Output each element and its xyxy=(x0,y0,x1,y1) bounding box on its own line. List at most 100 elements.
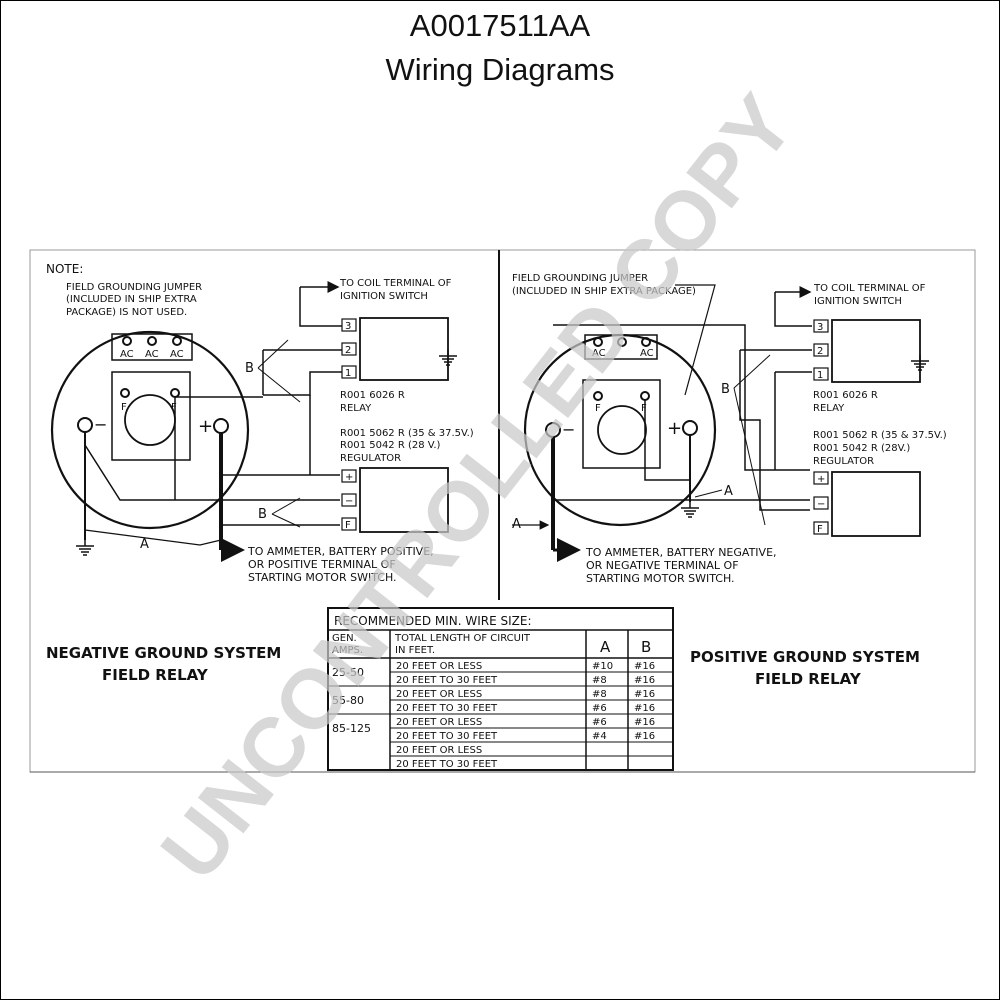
left-regulator-box xyxy=(359,467,449,533)
left-coil-line-2: IGNITION SWITCH xyxy=(340,291,428,302)
right-label-b: B xyxy=(721,382,730,397)
right-ac-terminal-box xyxy=(584,334,658,360)
left-reg-term-minus: − xyxy=(345,496,353,507)
table-cell-a: #8 xyxy=(592,675,607,686)
document-code: A0017511AA xyxy=(409,8,591,43)
left-reg-term-f: F xyxy=(345,520,351,531)
left-reg-line-1: R001 5062 R (35 & 37.5V.) xyxy=(340,428,474,439)
left-neg-terminal xyxy=(77,417,93,433)
table-cell-b: #16 xyxy=(634,703,655,714)
left-ammeter-line-3: STARTING MOTOR SWITCH. xyxy=(248,571,397,584)
table-col-length-1: TOTAL LENGTH OF CIRCUIT xyxy=(394,633,531,644)
left-ac-2: AC xyxy=(145,349,159,360)
right-reg-term-f: F xyxy=(817,524,823,535)
right-label-a-right: A xyxy=(724,484,733,499)
table-cell-length: 20 FEET OR LESS xyxy=(396,745,482,756)
left-relay-term-3: 3 xyxy=(345,321,351,332)
right-relay-label: RELAY xyxy=(813,403,845,414)
watermark: UNCONTROLLED COPY xyxy=(143,78,812,897)
table-cell-b: #16 xyxy=(634,675,655,686)
right-reg-term-plus: + xyxy=(817,474,825,485)
left-f-label-2: F xyxy=(171,402,177,413)
left-note-title: NOTE: xyxy=(46,262,83,276)
left-reg-term-plus: + xyxy=(345,472,353,483)
right-ammeter-line-3: STARTING MOTOR SWITCH. xyxy=(586,572,735,585)
left-relay-label: RELAY xyxy=(340,403,372,414)
right-reg-line-2: R001 5042 R (28V.) xyxy=(813,443,910,454)
left-relay-part: R001 6026 R xyxy=(340,390,405,401)
left-ac-terminal-box xyxy=(111,333,193,361)
left-ac-1: AC xyxy=(120,349,134,360)
right-ammeter-line-1: TO AMMETER, BATTERY NEGATIVE, xyxy=(585,546,777,559)
right-reg-line-1: R001 5062 R (35 & 37.5V.) xyxy=(813,430,947,441)
right-coil-line-2: IGNITION SWITCH xyxy=(814,296,902,307)
right-ammeter-line-2: OR NEGATIVE TERMINAL OF xyxy=(586,559,739,572)
table-cell-b: #16 xyxy=(634,731,655,742)
right-jumper-line-1: FIELD GROUNDING JUMPER xyxy=(512,273,648,284)
right-relay-box xyxy=(831,319,921,383)
table-cell-a: #10 xyxy=(592,661,613,672)
right-relay-term-3: 3 xyxy=(817,322,823,333)
table-cell-a: #6 xyxy=(592,703,607,714)
right-f-label-2: F xyxy=(641,403,647,414)
left-label-b-bottom: B xyxy=(258,507,267,522)
table-cell-a: #6 xyxy=(592,717,607,728)
table-cell-amps: 85-125 xyxy=(332,722,371,735)
left-coil-line-1: TO COIL TERMINAL OF xyxy=(339,278,452,289)
table-cell-a: #4 xyxy=(592,731,607,742)
left-note-line-1: FIELD GROUNDING JUMPER xyxy=(66,282,202,293)
right-label-a-left: A xyxy=(512,517,521,532)
right-jumper-line-2: (INCLUDED IN SHIP EXTRA PACKAGE) xyxy=(512,286,696,297)
right-diagram: FIELD GROUNDING JUMPER (INCLUDED IN SHIP… xyxy=(512,273,947,688)
left-relay-term-1: 1 xyxy=(345,368,351,379)
left-rotor xyxy=(124,394,176,446)
left-system-subtitle: FIELD RELAY xyxy=(102,666,209,684)
right-coil-line-1: TO COIL TERMINAL OF xyxy=(813,283,926,294)
right-relay-term-1: 1 xyxy=(817,370,823,381)
table-col-length-2: IN FEET. xyxy=(395,645,435,656)
right-system-title: POSITIVE GROUND SYSTEM xyxy=(690,648,920,666)
left-label-b-top: B xyxy=(245,361,254,376)
left-minus: − xyxy=(94,415,107,434)
right-regulator-box xyxy=(831,471,921,537)
left-system-title: NEGATIVE GROUND SYSTEM xyxy=(46,644,281,662)
wire-size-table: RECOMMENDED MIN. WIRE SIZE: GEN. AMPS. T… xyxy=(327,607,674,771)
right-rotor xyxy=(597,405,647,455)
right-ac-1: AC xyxy=(592,348,606,359)
table-cell-amps: 25-50 xyxy=(332,666,364,679)
table-cell-length: 20 FEET TO 30 FEET xyxy=(396,675,498,686)
left-diagram: NOTE: FIELD GROUNDING JUMPER (INCLUDED I… xyxy=(46,262,474,684)
table-cell-length: 20 FEET OR LESS xyxy=(396,689,482,700)
left-f-label-1: F xyxy=(121,402,127,413)
table-col-a: A xyxy=(600,638,611,656)
table-cell-b: #16 xyxy=(634,689,655,700)
left-ac-3: AC xyxy=(170,349,184,360)
table-title: RECOMMENDED MIN. WIRE SIZE: xyxy=(334,614,532,628)
left-note-line-2: (INCLUDED IN SHIP EXTRA xyxy=(66,294,197,305)
table-col-amps-2: AMPS. xyxy=(332,645,363,656)
table-rows: 20 FEET OR LESS #10 #16 25-50 20 FEET TO 30 … xyxy=(328,661,673,771)
table-cell-length: 20 FEET TO 30 FEET xyxy=(396,703,498,714)
right-ac-2: AC xyxy=(640,348,654,359)
left-reg-line-3: REGULATOR xyxy=(340,453,401,464)
right-minus: − xyxy=(562,420,575,439)
table-cell-length: 20 FEET OR LESS xyxy=(396,717,482,728)
left-relay-box xyxy=(359,317,449,381)
left-note-line-3: PACKAGE) IS NOT USED. xyxy=(66,307,187,318)
table-col-amps-1: GEN. xyxy=(332,633,357,644)
table-cell-a: #8 xyxy=(592,689,607,700)
left-ammeter-line-2: OR POSITIVE TERMINAL OF xyxy=(248,558,396,571)
left-ammeter-line-1: TO AMMETER, BATTERY POSITIVE, xyxy=(247,545,434,558)
right-plus: + xyxy=(667,418,682,439)
left-plus: + xyxy=(198,416,213,437)
document-subtitle: Wiring Diagrams xyxy=(385,52,615,87)
table-cell-length: 20 FEET TO 30 FEET xyxy=(396,731,498,742)
left-reg-line-2: R001 5042 R (28 V.) xyxy=(340,440,441,451)
table-cell-amps: 55-80 xyxy=(332,694,364,707)
right-relay-term-2: 2 xyxy=(817,346,823,357)
table-cell-length: 20 FEET OR LESS xyxy=(396,661,482,672)
right-reg-term-minus: − xyxy=(817,499,825,510)
table-cell-b: #16 xyxy=(634,717,655,728)
right-pos-terminal xyxy=(682,420,698,436)
